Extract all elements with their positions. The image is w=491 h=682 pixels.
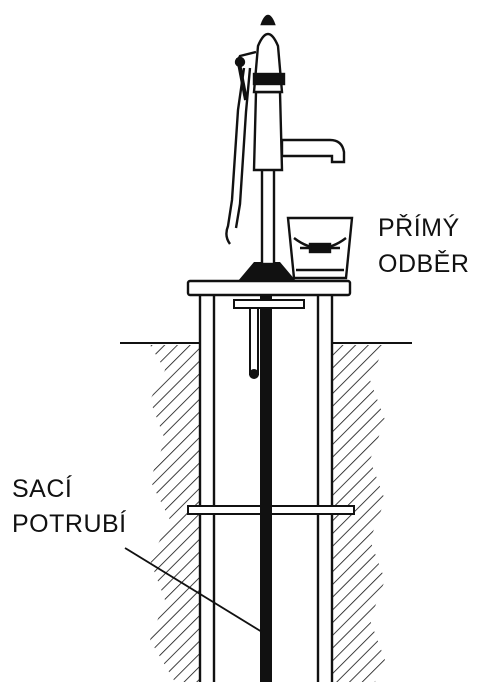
bucket-icon bbox=[286, 216, 354, 280]
direct-draw-label-line1: PŘÍMÝ bbox=[378, 214, 460, 242]
well-casing bbox=[198, 295, 334, 682]
foot-valve-rod bbox=[233, 299, 305, 379]
suction-pipe bbox=[260, 290, 272, 682]
pump-spout bbox=[280, 138, 346, 164]
pump-body bbox=[252, 14, 286, 266]
direct-draw-label-line2: ODBĚR bbox=[378, 250, 470, 278]
suction-pipe-label-line1: SACÍ bbox=[12, 475, 73, 503]
well-cover-plate bbox=[186, 279, 352, 297]
suction-pipe-leader-line bbox=[124, 547, 263, 633]
suction-pipe-label-line2: POTRUBÍ bbox=[12, 510, 127, 538]
pump-base bbox=[238, 262, 296, 281]
pump-handle bbox=[225, 50, 257, 245]
